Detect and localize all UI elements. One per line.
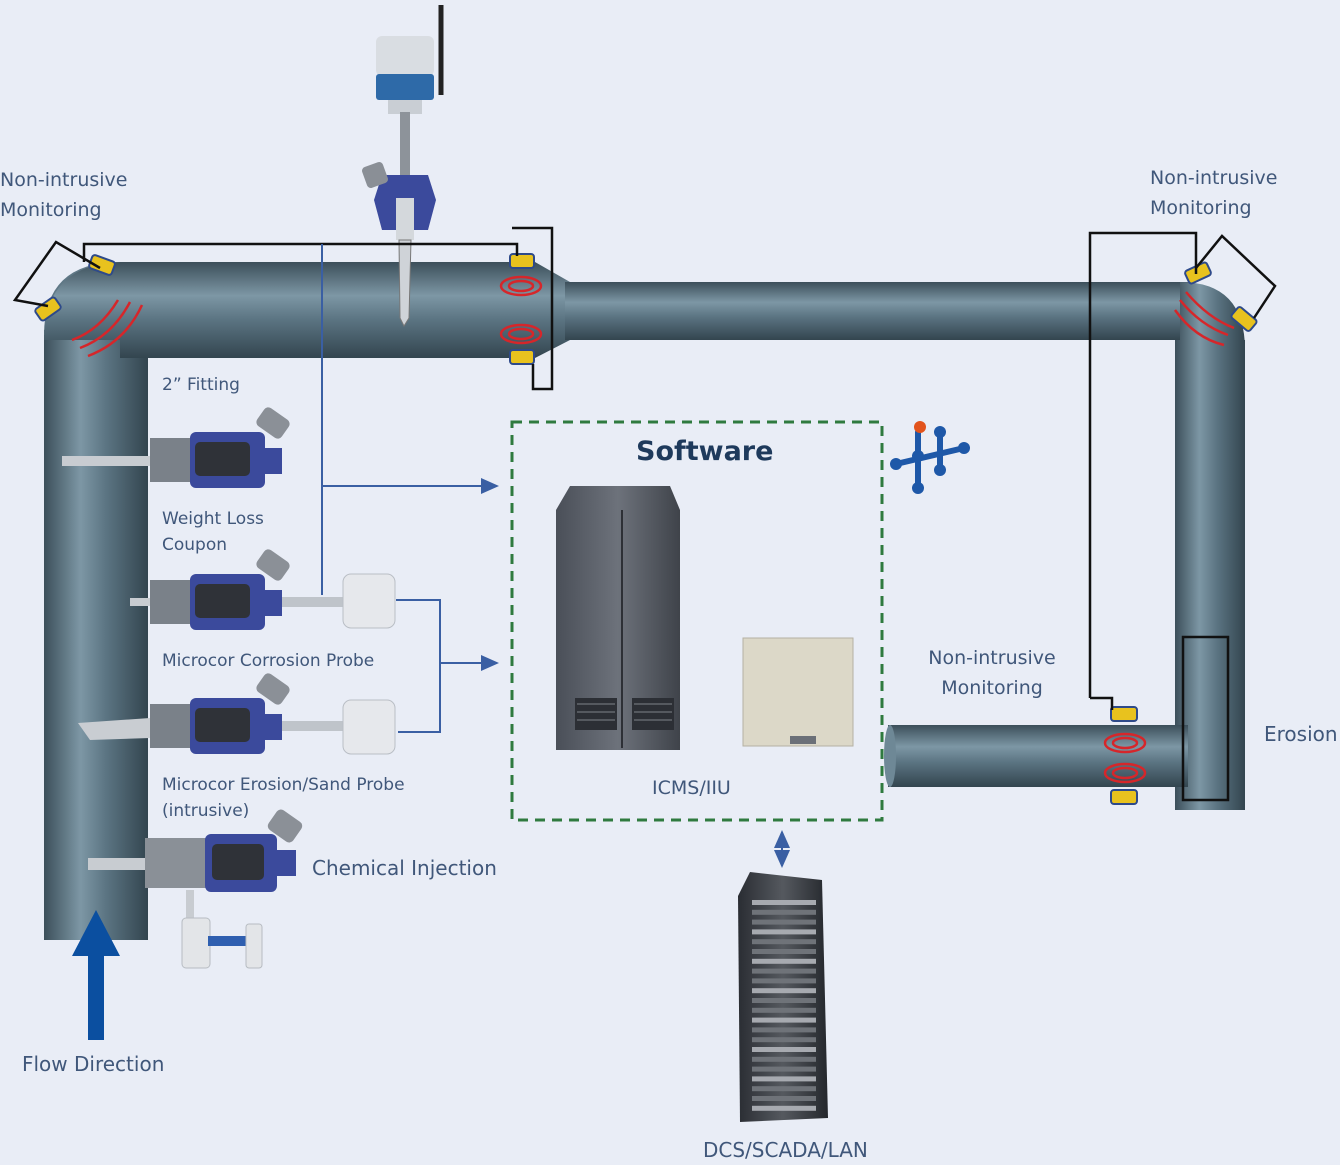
rack-slot	[752, 929, 816, 935]
rack-slot	[752, 988, 816, 994]
chemical-injection-label: Chemical Injection	[312, 856, 497, 880]
weight-loss-line: Coupon	[162, 535, 228, 555]
software-boundary	[510, 420, 884, 822]
wireless-transmitter	[362, 5, 444, 328]
nim-label-line: Non-intrusive	[928, 647, 1056, 669]
corrosion-probe-device	[130, 549, 396, 630]
erosion-probe-label: Microcor Erosion/Sand Probe (intrusive)	[162, 772, 405, 824]
rack-slot	[752, 958, 816, 964]
rack-slot	[752, 900, 816, 905]
corrosion-probe-label: Microcor Corrosion Probe	[162, 651, 375, 671]
nim-label-mid-right: Non-intrusive Monitoring	[912, 643, 1072, 703]
rack-slot	[752, 1066, 816, 1072]
erosion-label: Erosion	[1264, 722, 1338, 746]
fitting-label: 2” Fitting	[162, 375, 240, 395]
rack-slot	[752, 1007, 816, 1013]
iiu-enclosure	[742, 637, 854, 747]
rack-slot	[752, 909, 816, 915]
flow-arrow-icon	[72, 910, 120, 1040]
nim-label-top-left: Non-intrusive Monitoring	[0, 165, 127, 225]
rack-slot	[752, 1096, 816, 1101]
rack-slot	[752, 968, 816, 974]
signal-lines	[321, 244, 790, 868]
rack-slot	[752, 1076, 816, 1082]
nim-label-line: Non-intrusive	[0, 169, 128, 191]
chemical-injection-device	[88, 809, 303, 969]
weight-loss-label: Weight Loss Coupon	[162, 506, 264, 558]
monitoring-wiring	[12, 226, 1277, 710]
dcs-label: DCS/SCADA/LAN	[703, 1138, 868, 1162]
rack-slot	[752, 1047, 816, 1052]
signal-rings	[71, 275, 1235, 784]
rack-slot	[752, 998, 816, 1003]
rack-slot	[752, 1017, 816, 1023]
erosion-probe-line: (intrusive)	[162, 801, 250, 821]
flow-direction-label: Flow Direction	[22, 1052, 165, 1076]
software-title: Software	[636, 436, 774, 467]
erosion-probe-line: Microcor Erosion/Sand Probe	[162, 775, 405, 795]
rack-slot	[752, 1027, 816, 1033]
rack-slot	[752, 1056, 816, 1062]
network-logo-icon	[890, 421, 970, 494]
erosion-probe-device	[78, 673, 396, 755]
icms-cabinet	[556, 486, 680, 750]
dcs-server-rack	[738, 872, 828, 1122]
rack-slot	[752, 978, 816, 984]
icms-label: ICMS/IIU	[652, 777, 731, 799]
rack-slot	[752, 1086, 816, 1092]
rack-slot	[752, 939, 816, 945]
nim-label-line: Monitoring	[0, 199, 102, 221]
pipeline	[44, 262, 1245, 940]
weight-loss-coupon-device	[62, 407, 290, 488]
rack-slot	[752, 949, 816, 954]
weight-loss-line: Weight Loss	[162, 509, 264, 529]
nim-label-line: Non-intrusive	[1150, 167, 1278, 189]
rack-slot	[752, 1105, 816, 1111]
sensors	[34, 253, 1258, 805]
rack-slot	[752, 919, 816, 925]
rack-slot	[752, 1037, 816, 1043]
nim-label-top-right: Non-intrusive Monitoring	[1150, 163, 1277, 223]
nim-label-line: Monitoring	[1150, 197, 1252, 219]
nim-label-line: Monitoring	[941, 677, 1043, 699]
